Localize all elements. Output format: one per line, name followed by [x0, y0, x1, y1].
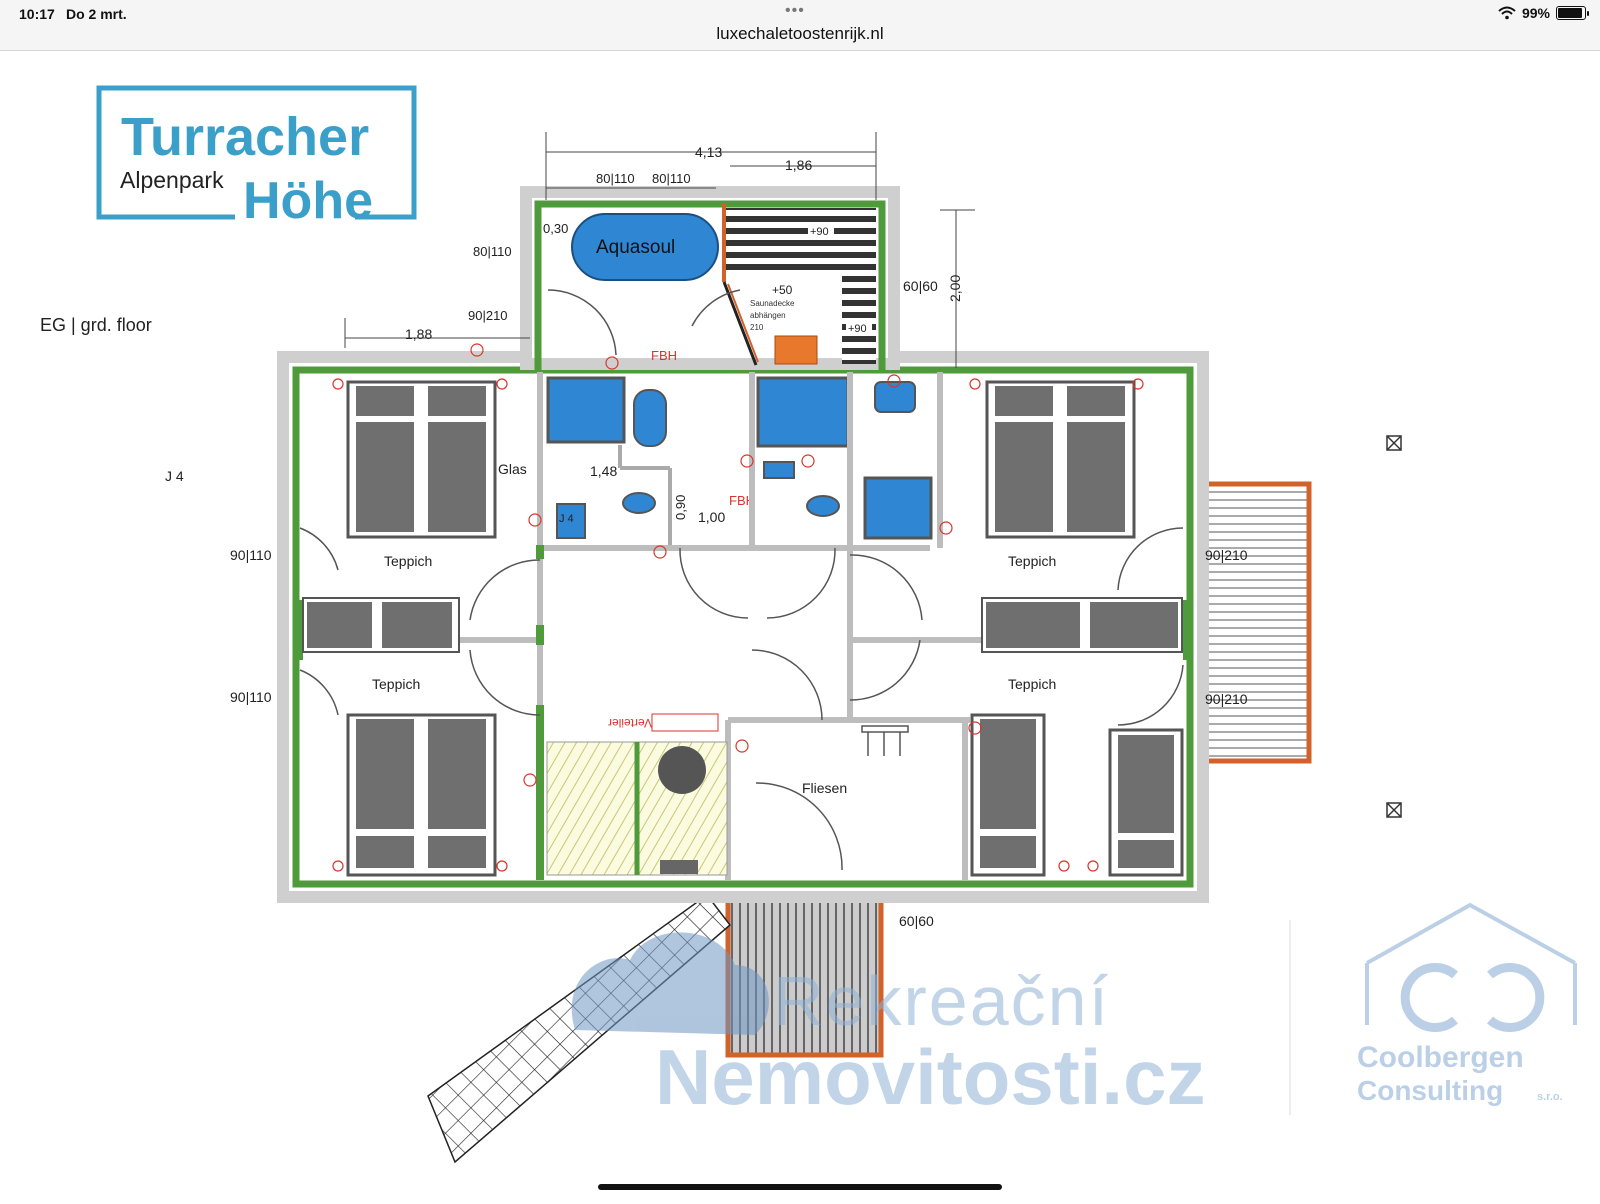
rekreacni-watermark: Rekreační Nemovitosti.cz [571, 932, 1205, 1121]
logo-line2a: Alpenpark [120, 167, 224, 193]
bathroom-left [546, 376, 672, 545]
sauna-note: 210 [750, 323, 764, 332]
dim-window: 80|110 [473, 244, 512, 259]
sauna-bench-side [842, 244, 876, 364]
sauna-heater [774, 335, 818, 365]
glass-label: Glas [498, 461, 527, 477]
watermark-line2: Nemovitosti.cz [655, 1033, 1205, 1121]
room-label: Fliesen [802, 780, 847, 796]
dim-door-right: 90|210 [1205, 691, 1248, 707]
status-bar: 10:17 Do 2 mrt. ••• luxechaletoostenrijk… [0, 0, 1600, 51]
dim-horizontal: 1,00 [698, 509, 725, 525]
dim-door: 90|210 [468, 308, 508, 323]
fbh-label: FBH [729, 493, 755, 508]
dim-door-right: 90|210 [1205, 547, 1248, 563]
marker-icon [1386, 802, 1402, 818]
marker-icon [1386, 435, 1402, 451]
room-label: Teppich [1008, 553, 1056, 569]
fbh-label: FBH [651, 348, 677, 363]
coolbergen-suffix: s.r.o. [1537, 1091, 1563, 1103]
dim-entry-window: 60|60 [899, 913, 934, 929]
wardrobe [302, 597, 1183, 653]
floor-label: EG | grd. floor [40, 315, 152, 335]
bed [346, 380, 497, 539]
watermark-line1: Rekreační [773, 962, 1110, 1040]
aquasoul-label: Aquasoul [596, 237, 675, 258]
green-wall-segments [296, 545, 1190, 880]
distributor-label: Verteiler [608, 716, 652, 730]
bed [970, 713, 1184, 877]
door-swings [299, 289, 1184, 871]
dim-height: 2,00 [947, 275, 963, 302]
dimension-lines [344, 132, 975, 368]
page-content: Turracher Alpenpark Höhe EG | grd. floor… [0, 51, 1600, 1199]
dim-vertical: 0,90 [673, 495, 688, 520]
dim-left: 1,88 [405, 326, 432, 342]
grid-ref-label: J 4 [165, 468, 184, 484]
sauna-height-label: +90 [810, 226, 829, 238]
wifi-icon [1498, 6, 1516, 20]
multitasking-dots-icon[interactable]: ••• [785, 2, 805, 19]
dim-window-left: 90|110 [230, 547, 272, 563]
dim-window: 80|110 [596, 171, 635, 186]
dim-bath-width: 1,48 [590, 463, 617, 479]
dim-total-width: 4,13 [695, 144, 722, 160]
battery-percent: 99% [1521, 5, 1550, 21]
coolbergen-watermark: Coolbergen Consulting s.r.o. [1289, 902, 1577, 1115]
bed [346, 713, 497, 877]
room-label: Teppich [384, 553, 432, 569]
address-bar-url[interactable]: luxechaletoostenrijk.nl [716, 24, 884, 43]
stove [658, 746, 706, 794]
sauna-note: abhängen [750, 311, 786, 320]
dim-window-right: 60|60 [903, 278, 938, 294]
shoe-rack [861, 725, 909, 756]
floor-plan: Turracher Alpenpark Höhe EG | grd. floor… [40, 85, 1577, 1164]
bed [985, 380, 1136, 539]
coolbergen-line1: Coolbergen [1357, 1041, 1524, 1074]
turracher-logo: Turracher Alpenpark Höhe [96, 85, 417, 230]
electrical-symbols [332, 343, 1144, 872]
date: Do 2 mrt. [66, 6, 127, 22]
grid-ref-small: J 4 [559, 513, 574, 525]
logo-line1: Turracher [121, 107, 369, 167]
room-label: Teppich [1008, 676, 1056, 692]
offset-dim: 0,30 [543, 221, 568, 236]
status-icons: 99% [1498, 5, 1589, 21]
dim-sauna-width: 1,86 [785, 157, 812, 173]
battery-icon [1556, 6, 1589, 20]
dim-window: 80|110 [652, 171, 691, 186]
coolbergen-line2: Consulting [1357, 1075, 1503, 1106]
sauna-height-label: +50 [772, 283, 793, 297]
room-label: Teppich [372, 676, 420, 692]
aquasoul-tub [571, 213, 719, 281]
clock: 10:17 [19, 6, 55, 22]
home-indicator[interactable] [598, 1184, 1002, 1190]
dim-window-left: 90|110 [230, 689, 272, 705]
terrace-right [1199, 481, 1312, 764]
logo-line2b: Höhe [243, 172, 373, 230]
sauna-note: Saunadecke [750, 299, 795, 308]
sauna-height-label: +90 [848, 323, 867, 335]
